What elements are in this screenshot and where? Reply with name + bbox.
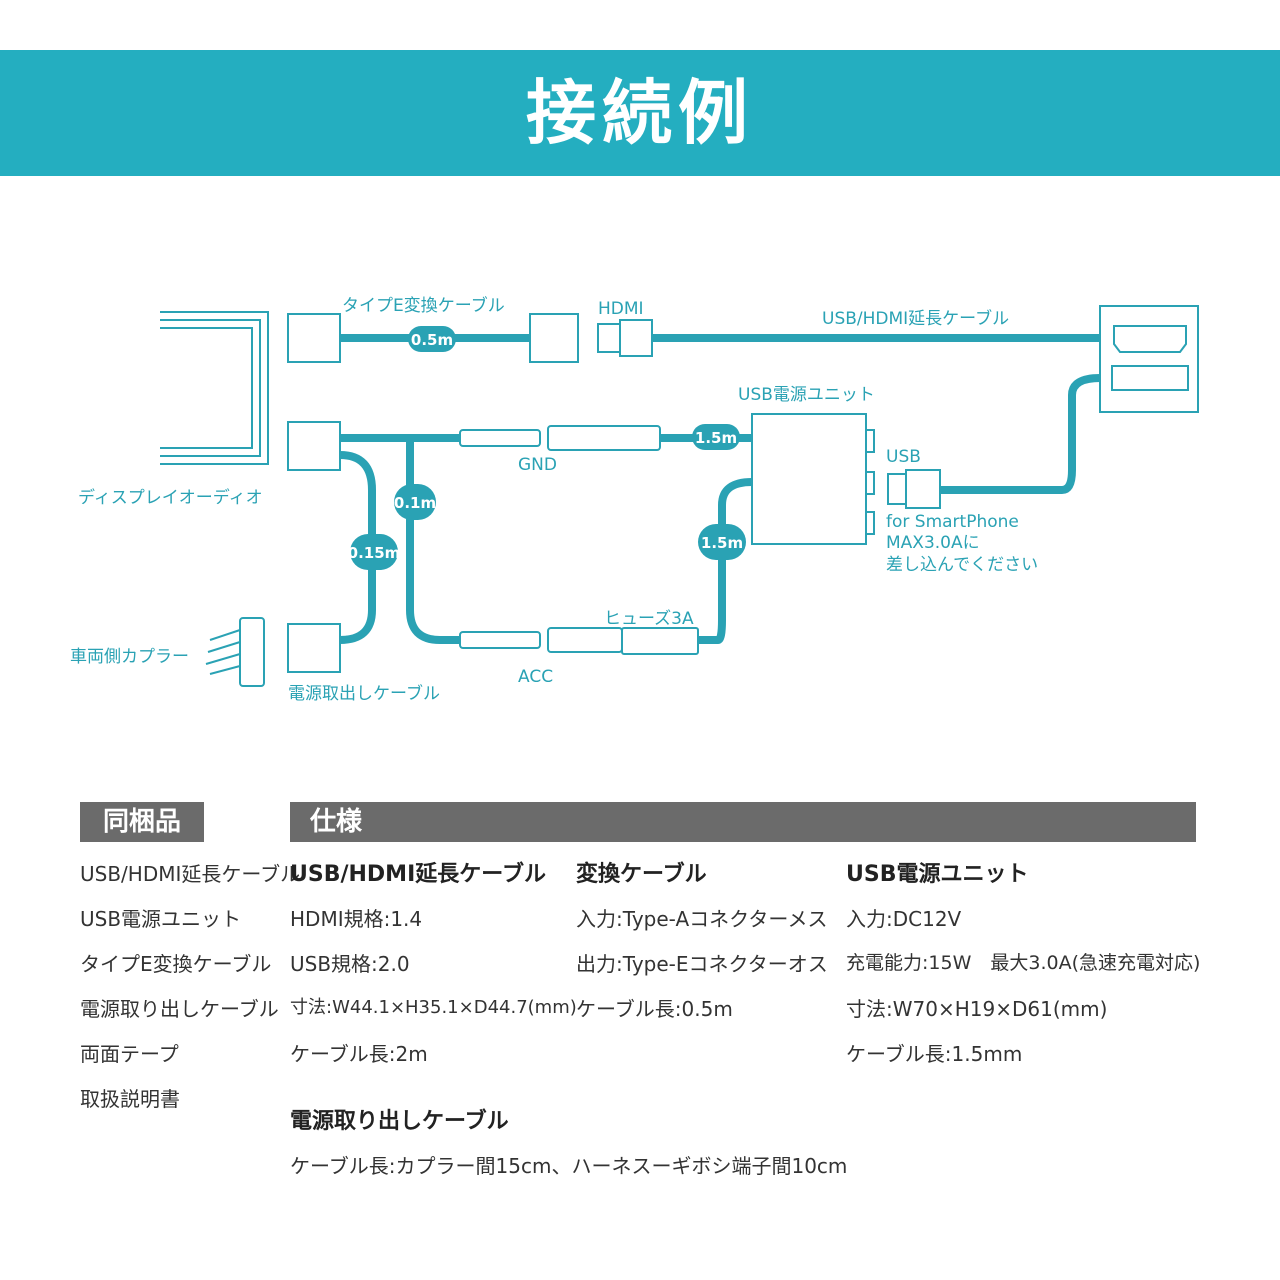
- spec-line: 寸法:W70×H19×D61(mm): [846, 997, 1108, 1021]
- length-gnd: 1.5m: [695, 429, 737, 447]
- bundled-item: 電源取り出しケーブル: [80, 997, 279, 1021]
- display-audio-label: ディスプレイオーディオ: [78, 487, 263, 508]
- spec-power-cable-title: 電源取り出しケーブル: [290, 1109, 509, 1134]
- fuse-label: ヒューズ3A: [604, 609, 694, 629]
- gnd-label: GND: [518, 455, 557, 475]
- length-pills: [350, 326, 746, 570]
- spec-line: 出力:Type-Eコネクターオス: [576, 952, 828, 976]
- spec-line: ケーブル長:1.5mm: [846, 1042, 1023, 1066]
- vehicle-coupler-label: 車両側カプラー: [70, 647, 189, 667]
- vehicle-coupler-icon: [205, 617, 265, 687]
- spec-line: ケーブル長:0.5m: [576, 997, 733, 1021]
- spec-line: ケーブル長:2m: [290, 1042, 428, 1066]
- usb-power-unit-label: USB電源ユニット: [738, 385, 875, 405]
- usb-hdmi-cable-label: USB/HDMI延長ケーブル: [822, 308, 1009, 329]
- length-acc: 1.5m: [701, 534, 743, 552]
- specs-heading: 仕様: [290, 802, 1196, 842]
- bundled-item: USB電源ユニット: [80, 907, 242, 931]
- smartphone-note-2: MAX3.0Aに: [886, 533, 980, 553]
- spec-line: 寸法:W44.1×H35.1×D44.7(mm): [290, 997, 577, 1018]
- usb-hdmi-receptacle: [1099, 305, 1199, 413]
- title-banner: 接続例: [0, 50, 1280, 176]
- spec-line: HDMI規格:1.4: [290, 907, 423, 931]
- spec-converter-title: 変換ケーブル: [576, 862, 707, 887]
- acc-label: ACC: [518, 667, 553, 687]
- page-title: 接続例: [526, 72, 754, 154]
- usb-power-unit: [751, 413, 875, 545]
- spec-line: 充電能力:15W 最大3.0A(急速充電対応): [846, 952, 1201, 974]
- cables: [336, 334, 1104, 644]
- length-branch-a: 0.1m: [394, 494, 436, 512]
- connector-boxes: [287, 313, 941, 673]
- spec-line: USB規格:2.0: [290, 952, 410, 976]
- terminal-connectors: [459, 425, 699, 655]
- length-branch-b: 0.15m: [348, 544, 401, 562]
- smartphone-note-1: for SmartPhone: [886, 512, 1019, 532]
- usb-label: USB: [886, 447, 921, 467]
- type-e-cable-label: タイプE変換ケーブル: [342, 295, 505, 316]
- display-audio-frame: [160, 311, 269, 465]
- hdmi-label: HDMI: [598, 299, 644, 319]
- spec-line: 入力:DC12V: [846, 907, 962, 931]
- bundled-item: 取扱説明書: [80, 1087, 180, 1111]
- bundled-heading: 同梱品: [80, 802, 204, 842]
- power-cable-label: 電源取出しケーブル: [288, 683, 440, 704]
- spec-power-unit-title: USB電源ユニット: [846, 862, 1029, 887]
- spec-usb-hdmi-title: USB/HDMI延長ケーブル: [290, 862, 546, 887]
- spec-line: ケーブル長:カプラー間15cm、ハーネスーギボシ端子間10cm: [290, 1154, 848, 1178]
- bundled-item: タイプE変換ケーブル: [80, 952, 272, 976]
- smartphone-note-3: 差し込んでください: [886, 555, 1038, 575]
- connection-diagram: ディスプレイオーディオ 車両側カプラー: [70, 295, 1199, 704]
- bundled-item: USB/HDMI延長ケーブル: [80, 862, 301, 886]
- spec-line: 入力:Type-Aコネクターメス: [576, 907, 828, 931]
- bundled-item: 両面テープ: [80, 1042, 179, 1066]
- length-type-e: 0.5m: [411, 331, 453, 349]
